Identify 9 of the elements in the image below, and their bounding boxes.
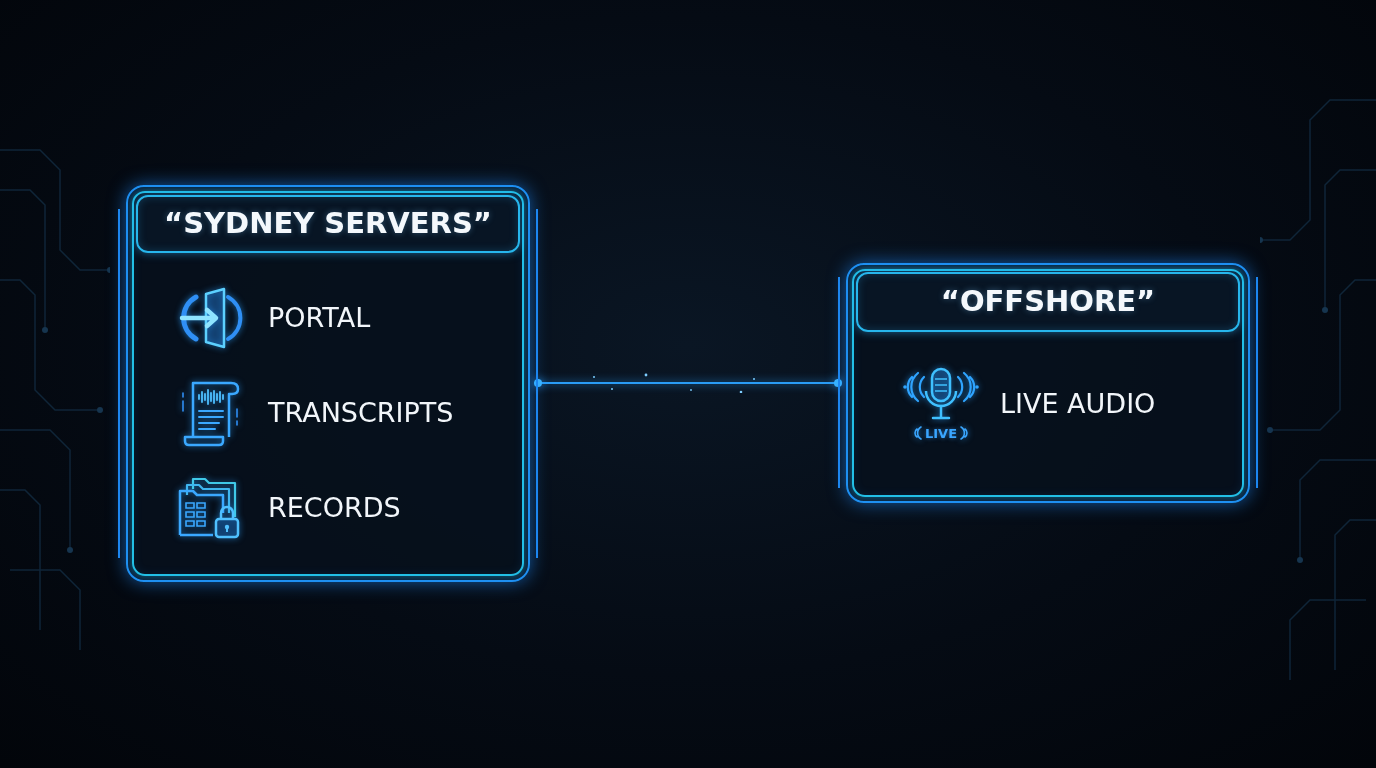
panel-title: “SYDNEY SERVERS”: [164, 208, 492, 240]
panel-title: “OFFSHORE”: [940, 286, 1156, 318]
server-panel: [838, 263, 1258, 503]
item-label: LIVE AUDIO: [1000, 389, 1156, 419]
live-badge-text: LIVE: [924, 426, 958, 440]
server-panel: [118, 185, 538, 582]
item-label: RECORDS: [268, 493, 401, 523]
item-label: TRANSCRIPTS: [268, 398, 454, 428]
item-label: PORTAL: [268, 303, 371, 333]
